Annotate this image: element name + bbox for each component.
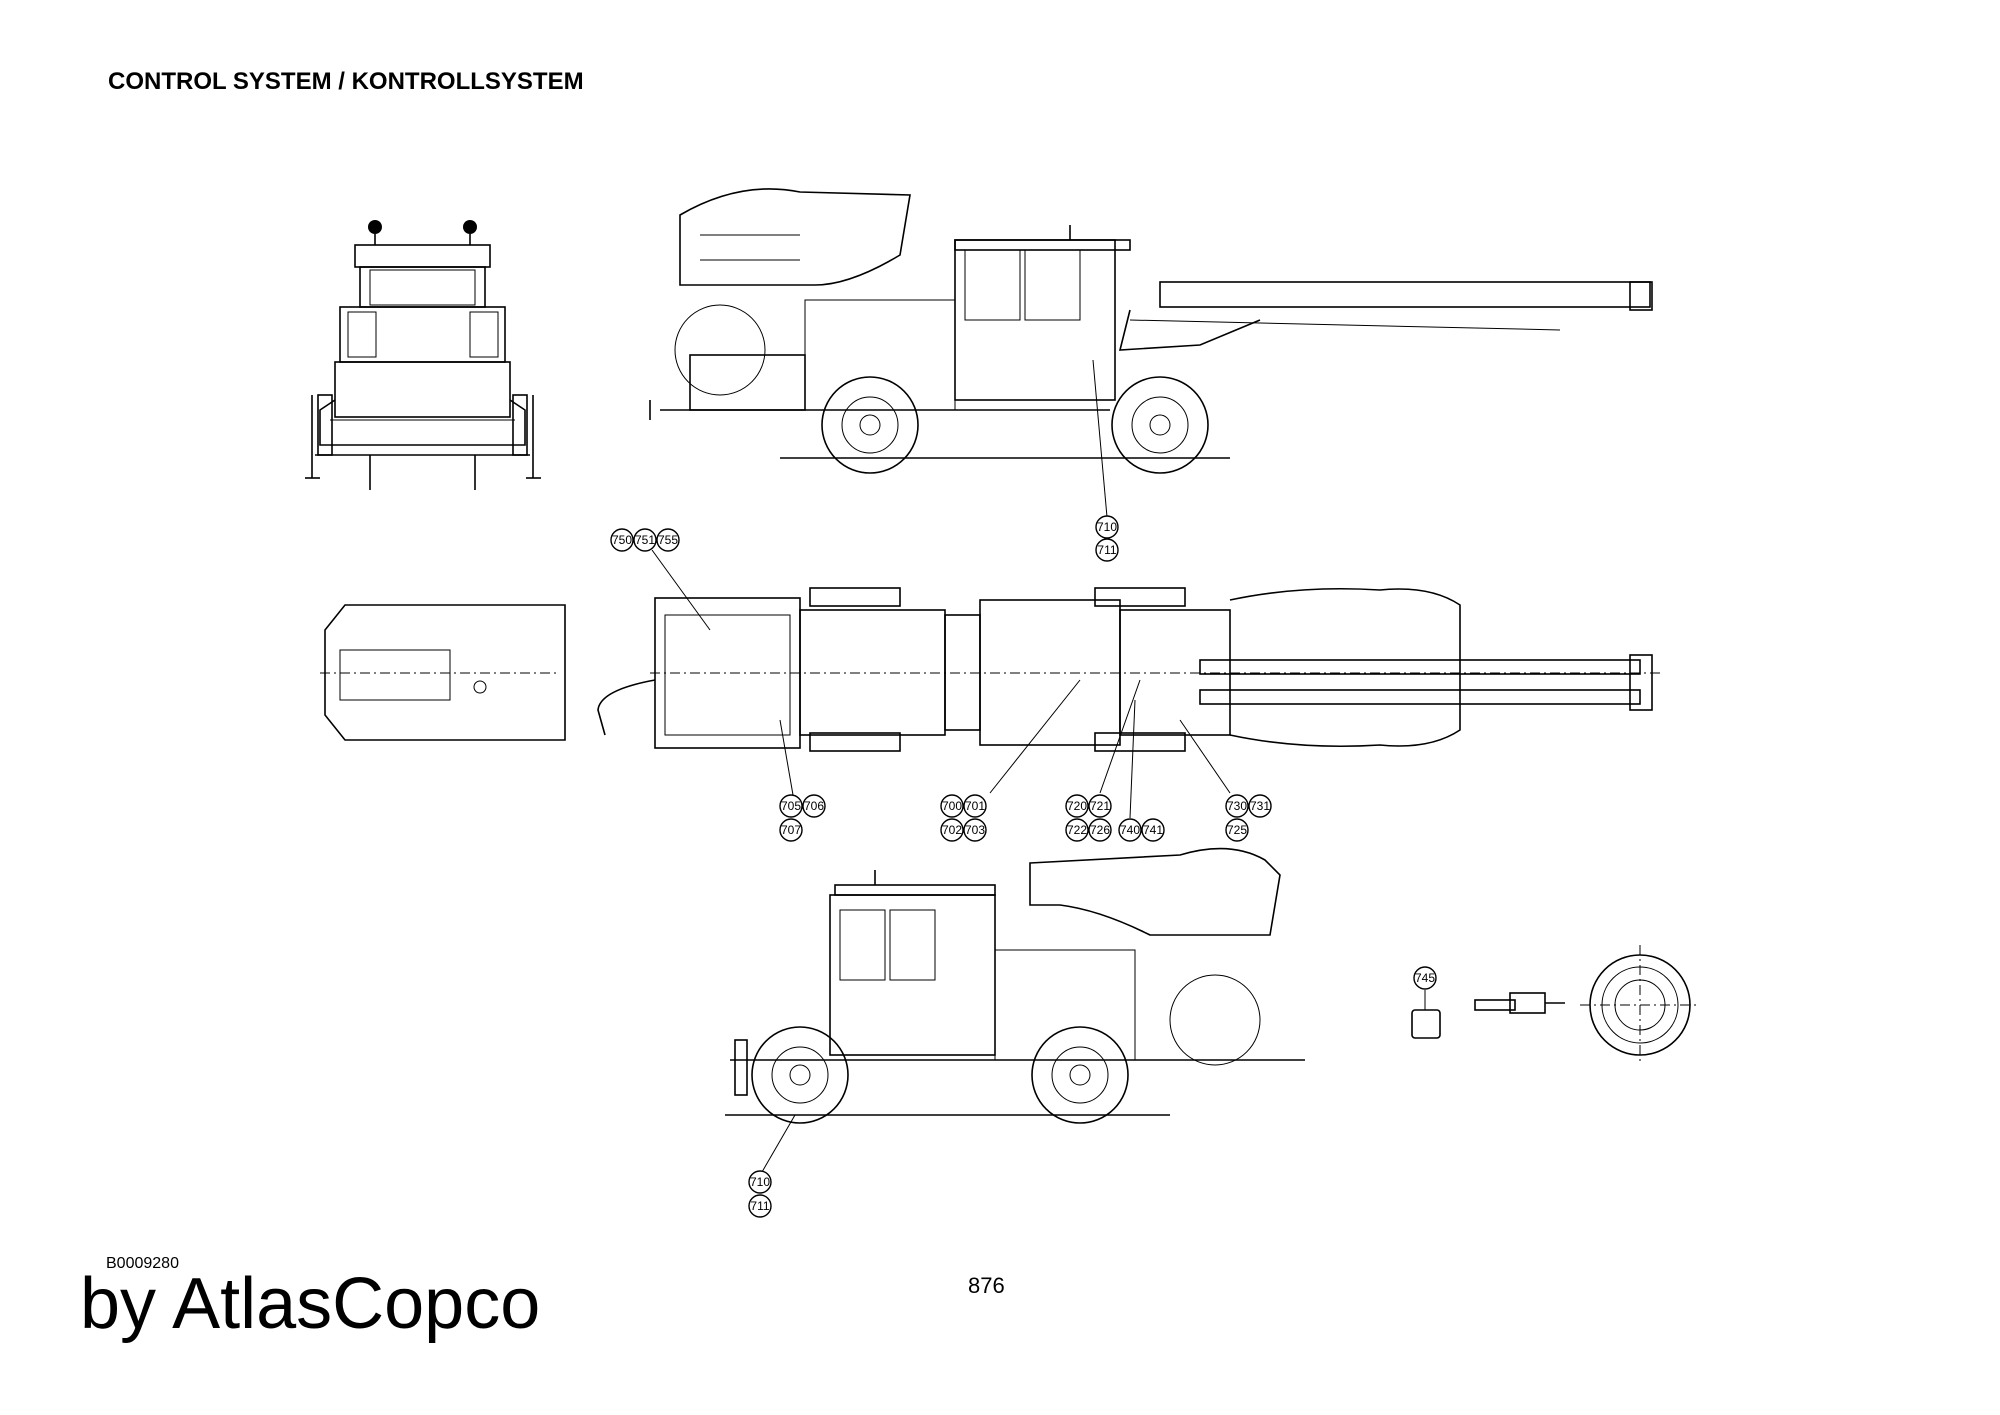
- callout-label: 702: [942, 823, 962, 837]
- callout-label: 710: [750, 1175, 770, 1189]
- callout-group-705: 705 706 707: [779, 794, 826, 842]
- callout-label: 745: [1415, 971, 1435, 985]
- callout-label: 730: [1227, 799, 1247, 813]
- callout-label: 710: [1097, 520, 1117, 534]
- callout-label: 755: [658, 533, 678, 547]
- callout-label: 722: [1067, 823, 1087, 837]
- callout-label: 741: [1143, 823, 1163, 837]
- part-tyre: [1580, 945, 1700, 1065]
- callout-group-740: 740 741: [1118, 818, 1165, 842]
- rear-canopy-top: [320, 604, 566, 741]
- callout-label: 711: [1097, 543, 1116, 557]
- page-number: 876: [968, 1273, 1005, 1298]
- callout-group-730: 730 731 725: [1225, 794, 1272, 842]
- side-view-right: [649, 188, 1653, 518]
- part-drill: [1474, 992, 1565, 1014]
- document-id: B0009280: [106, 1255, 179, 1272]
- callout-label: 706: [804, 799, 824, 813]
- brand-watermark: by AtlasCopco: [80, 1264, 541, 1344]
- part-745: [1411, 990, 1441, 1039]
- callout-label: 707: [781, 823, 801, 837]
- side-view-left: [725, 847, 1305, 1173]
- callout-label: 703: [965, 823, 985, 837]
- page-title: CONTROL SYSTEM / KONTROLLSYSTEM: [108, 68, 584, 95]
- callout-group-700: 700 701 702 703: [940, 794, 987, 842]
- callout-label: 720: [1067, 799, 1087, 813]
- callout-label: 701: [965, 799, 985, 813]
- callout-group-720: 720 721 722 726: [1065, 794, 1112, 842]
- callout-label: 700: [942, 799, 962, 813]
- callout-label: 705: [781, 799, 801, 813]
- callout-label: 711: [750, 1199, 769, 1213]
- callout-label: 725: [1227, 823, 1247, 837]
- callout-label: 731: [1250, 799, 1270, 813]
- callout-label: 750: [612, 533, 632, 547]
- callout-label: 751: [635, 533, 655, 547]
- callout-label: 740: [1120, 823, 1140, 837]
- callout-label: 726: [1090, 823, 1110, 837]
- callout-label: 721: [1090, 799, 1110, 813]
- top-view: [597, 549, 1660, 819]
- callout-group-710-bottom: 710 711: [748, 1170, 772, 1218]
- callout-group-745: 745: [1413, 966, 1437, 990]
- front-view: [305, 220, 541, 490]
- callout-group-710-top: 710 711: [1095, 515, 1119, 562]
- callout-group-750: 750 751 755: [610, 528, 680, 552]
